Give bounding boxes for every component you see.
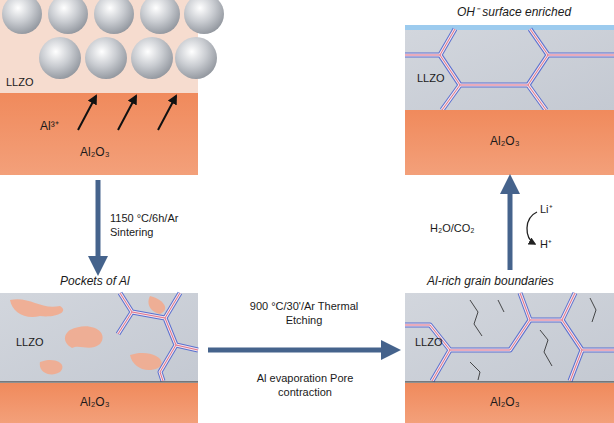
process-condition: 900 °C/30'/Ar Thermal Etching bbox=[244, 300, 364, 328]
stage-heading: Al-rich grain boundaries bbox=[427, 275, 554, 289]
process-condition: H₂O/CO₂ bbox=[430, 222, 500, 236]
stage-panel: LLZO Al³⁺ Al₂O₃ bbox=[0, 0, 198, 175]
process-arrow bbox=[96, 180, 101, 270]
material-label: LLZO bbox=[415, 336, 443, 349]
substrate-label: Al₂O₃ bbox=[490, 396, 520, 410]
ion-label: H⁺ bbox=[540, 238, 570, 252]
process-condition: 1150 °C/6h/Ar Sintering bbox=[110, 212, 198, 240]
ion-label: Li⁺ bbox=[540, 203, 570, 217]
material-label: LLZO bbox=[417, 72, 445, 85]
substrate-label: Al₂O₃ bbox=[80, 146, 110, 160]
stage-panel: Pockets of Al LLZO Al₂O₃ bbox=[0, 272, 198, 423]
ion-label: Al³⁺ bbox=[40, 120, 59, 134]
material-label: LLZO bbox=[6, 76, 34, 89]
stage-panel: Al-rich grain boundariesLLZO Al₂O₃ bbox=[405, 272, 614, 423]
stage-panel: OH⁻ surface enrichedLLZO Al₂O₃ bbox=[405, 0, 614, 175]
stage-heading: Pockets of Al bbox=[60, 275, 130, 289]
process-arrow bbox=[508, 180, 513, 270]
substrate-label: Al₂O₃ bbox=[80, 396, 110, 410]
process-note: Al evaporation Pore contraction bbox=[250, 372, 360, 400]
process-arrow bbox=[208, 348, 395, 353]
material-label: LLZO bbox=[16, 336, 44, 349]
stage-heading: OH⁻ surface enriched bbox=[457, 6, 571, 20]
substrate-label: Al₂O₃ bbox=[490, 135, 520, 149]
